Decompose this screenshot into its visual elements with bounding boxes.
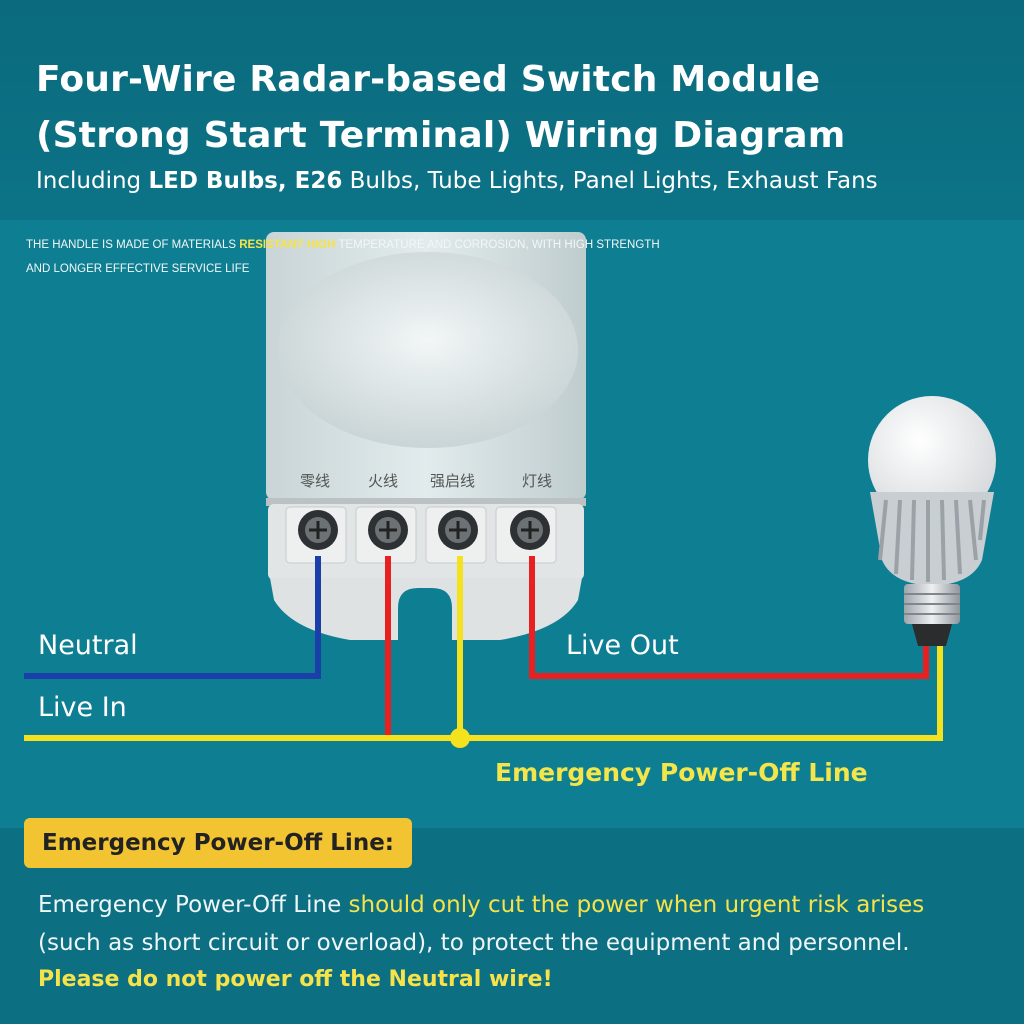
note-body-yellow: should only cut the power when urgent ri… bbox=[348, 892, 925, 918]
subtitle-bold-1: LED Bulbs, bbox=[148, 168, 287, 194]
material-note-part-2: temperature and corrosion, with high str… bbox=[335, 239, 660, 251]
wire-junction bbox=[450, 728, 470, 748]
neutral-wire bbox=[24, 556, 321, 679]
terminal-label-lamp: 灯线 bbox=[522, 472, 553, 490]
note-body: Emergency Power-Off Line should only cut… bbox=[38, 886, 998, 962]
neutral-label: Neutral bbox=[38, 630, 138, 661]
radar-lens bbox=[278, 252, 578, 448]
subtitle-bold-2: E26 bbox=[286, 168, 343, 194]
subtitle-rest: Bulbs, Tube Lights, Panel Lights, Exhaus… bbox=[342, 168, 878, 194]
subtitle-prefix: Including bbox=[36, 168, 149, 194]
terminal-screw-neutral bbox=[298, 510, 338, 550]
live-out-wire bbox=[529, 556, 929, 679]
emergency-wire bbox=[24, 646, 943, 741]
radar-switch-module bbox=[266, 232, 586, 640]
terminal-screw-live bbox=[368, 510, 408, 550]
title-line-2: (Strong Start Terminal) Wiring Diagram bbox=[36, 115, 846, 156]
note-body-white-2: (such as short circuit or overload), to … bbox=[38, 930, 910, 956]
title-line-1: Four-Wire Radar-based Switch Module bbox=[36, 59, 821, 100]
note-badge: Emergency Power-Off Line: bbox=[24, 818, 412, 868]
material-note-part-1: The handle is made of materials bbox=[26, 239, 240, 251]
material-note-highlight: resistant high bbox=[239, 239, 336, 251]
live-out-label: Live Out bbox=[566, 630, 679, 661]
header-band bbox=[0, 0, 1024, 220]
terminal-label-strong-start: 强启线 bbox=[430, 472, 476, 490]
note-body-white-1: Emergency Power-Off Line bbox=[38, 892, 349, 918]
page-subtitle: Including LED Bulbs, E26 Bulbs, Tube Lig… bbox=[36, 168, 996, 194]
live-in-label: Live In bbox=[38, 692, 127, 723]
material-note-line-2: and longer effective service life bbox=[26, 263, 250, 275]
emergency-line-label: Emergency Power-Off Line bbox=[495, 758, 868, 787]
page-title: Four-Wire Radar-based Switch Module (Str… bbox=[36, 52, 996, 164]
terminal-screw-strong-start bbox=[438, 510, 478, 550]
terminal-screw-lamp bbox=[510, 510, 550, 550]
note-warning: Please do not power off the Neutral wire… bbox=[38, 967, 553, 992]
material-note-line-1: The handle is made of materials resistan… bbox=[26, 233, 786, 257]
material-note: The handle is made of materials resistan… bbox=[26, 233, 786, 281]
terminal-label-live: 火线 bbox=[368, 472, 399, 490]
led-bulb-icon bbox=[868, 396, 996, 646]
terminal-label-neutral: 零线 bbox=[300, 472, 331, 490]
